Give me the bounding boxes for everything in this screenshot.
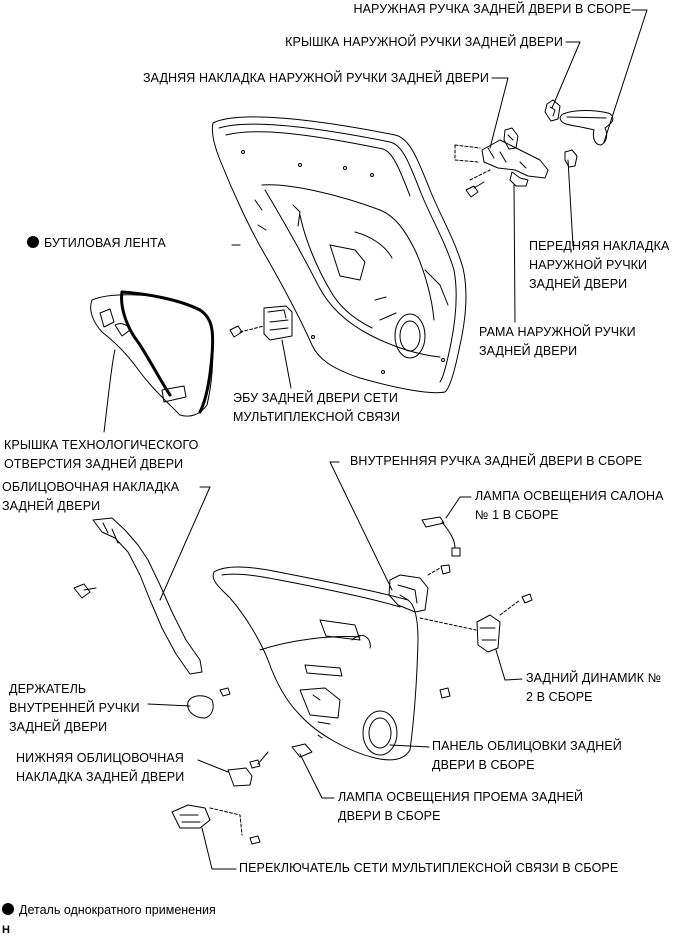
- label-door-trim-garnish: ОБЛИЦОВОЧНАЯ НАКЛАДКА ЗАДНЕЙ ДВЕРИ: [2, 480, 180, 513]
- label-multiplex-ecu: ЭБУ ЗАДНЕЙ ДВЕРИ СЕТИ МУЛЬТИПЛЕКСНОЙ СВЯ…: [233, 391, 401, 424]
- door-trim-panel: [212, 566, 419, 761]
- label-outer-handle-front-pad: ПЕРЕДНЯЯ НАКЛАДКА НАРУЖНОЙ РУЧКИ ЗАДНЕЙ …: [529, 239, 670, 291]
- figure-code: H: [2, 924, 10, 936]
- outer-handle-cover: [544, 99, 561, 122]
- service-hole-cover: [90, 294, 214, 417]
- one-time-use-bullet-icon: [27, 236, 39, 248]
- legend-text: Деталь однократного применения: [19, 903, 216, 917]
- outer-door-handle: [559, 110, 614, 146]
- label-inner-handle-bezel: ДЕРЖАТЕЛЬ ВНУТРЕННЕЙ РУЧКИ ЗАДНЕЙ ДВЕРИ: [9, 682, 140, 734]
- inner-door-handle: [388, 564, 451, 613]
- outer-handle-frame: [454, 139, 549, 198]
- label-interior-lamp-1: ЛАМПА ОСВЕЩЕНИЯ САЛОНА № 1 В СБОРЕ: [475, 489, 664, 522]
- rear-speaker: [419, 593, 533, 653]
- lower-door-trim-garnish: [227, 767, 253, 787]
- outer-handle-front-pad: [564, 149, 578, 168]
- door-trim-garnish: [73, 517, 203, 675]
- label-lower-door-trim-garnish: НИЖНЯЯ ОБЛИЦОВОЧНАЯ НАКЛАДКА ЗАДНЕЙ ДВЕР…: [16, 751, 185, 784]
- multiplex-ecu: [229, 305, 293, 341]
- leader-lines: [103, 9, 648, 870]
- label-service-hole-cover: КРЫШКА ТЕХНОЛОГИЧЕСКОГО ОТВЕРСТИЯ ЗАДНЕЙ…: [4, 438, 199, 471]
- inner-handle-bezel: [187, 687, 231, 719]
- courtesy-lamp: [291, 734, 323, 758]
- multiplex-switch: [171, 804, 261, 845]
- one-time-use-bullet-icon: [2, 903, 14, 915]
- label-door-trim-panel: ПАНЕЛЬ ОБЛИЦОВКИ ЗАДНЕЙ ДВЕРИ В СБОРЕ: [432, 739, 622, 772]
- interior-lamp-1: [421, 516, 461, 557]
- label-outer-handle-rear-pad: ЗАДНЯЯ НАКЛАДКА НАРУЖНОЙ РУЧКИ ЗАДНЕЙ ДВ…: [142, 71, 489, 85]
- trim-clips: [249, 687, 451, 769]
- label-butyl-tape: БУТИЛОВАЯ ЛЕНТА: [27, 234, 166, 253]
- label-inner-handle-assy: ВНУТРЕННЯЯ РУЧКА ЗАДНЕЙ ДВЕРИ В СБОРЕ: [350, 454, 643, 468]
- label-outer-handle-cover: КРЫШКА НАРУЖНОЙ РУЧКИ ЗАДНЕЙ ДВЕРИ: [285, 35, 563, 49]
- label-outer-handle-assy: НАРУЖНАЯ РУЧКА ЗАДНЕЙ ДВЕРИ В СБОРЕ: [353, 2, 631, 16]
- label-outer-handle-frame: РАМА НАРУЖНОЙ РУЧКИ ЗАДНЕЙ ДВЕРИ: [479, 325, 636, 358]
- label-rear-speaker: ЗАДНИЙ ДИНАМИК № 2 В СБОРЕ: [526, 671, 662, 704]
- butyl-tape: [120, 290, 215, 414]
- legend: Деталь однократного применения: [2, 903, 216, 917]
- label-courtesy-lamp: ЛАМПА ОСВЕЩЕНИЯ ПРОЕМА ЗАДНЕЙ ДВЕРИ В СБ…: [338, 790, 584, 823]
- label-multiplex-switch: ПЕРЕКЛЮЧАТЕЛЬ СЕТИ МУЛЬТИПЛЕКСНОЙ СВЯЗИ …: [239, 861, 619, 875]
- rear-door-shell: [211, 116, 467, 394]
